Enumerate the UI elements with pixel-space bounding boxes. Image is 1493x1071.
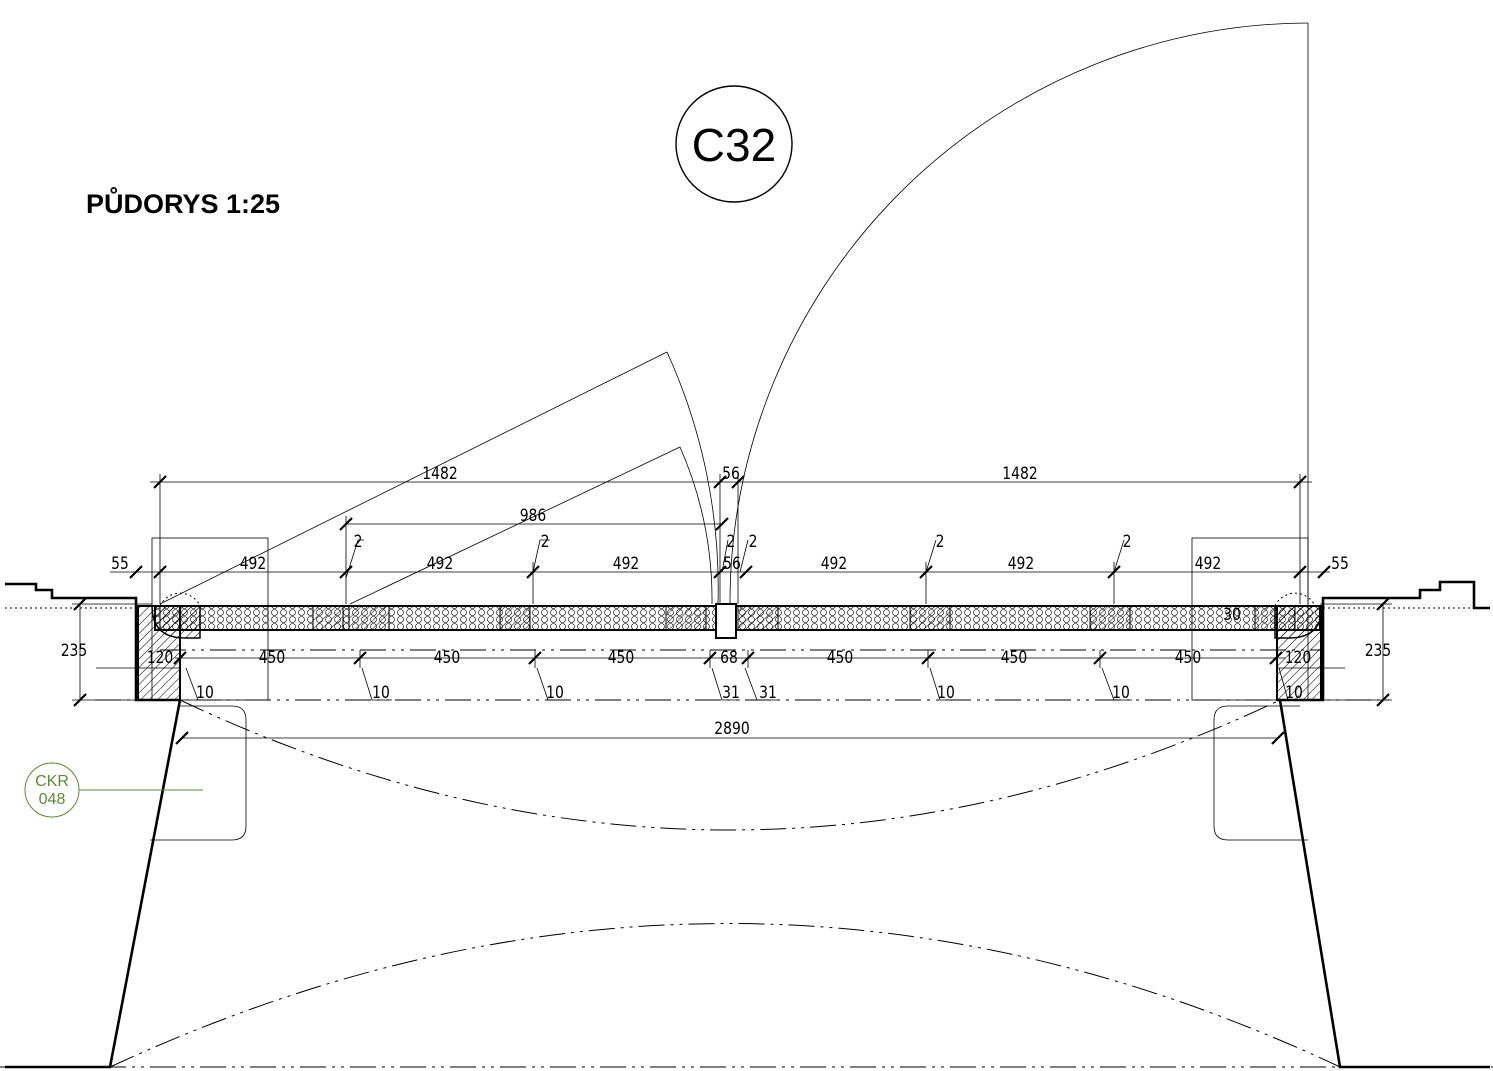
reference-bubble bbox=[24, 762, 80, 818]
dim-panel-width: 492 bbox=[821, 554, 848, 574]
swing-envelope-lower bbox=[179, 699, 1281, 831]
dim-panel-width: 492 bbox=[240, 554, 267, 574]
drawing-title: PŮDORYS 1:25 bbox=[86, 186, 280, 219]
dim-gap-top: 56 bbox=[722, 464, 740, 484]
dim-line-depth-right bbox=[1320, 603, 1392, 701]
reveal-right bbox=[1278, 699, 1490, 1069]
left-hinge-rounded bbox=[151, 605, 201, 639]
reveals bbox=[5, 699, 1490, 1069]
dim-panel-width: 492 bbox=[613, 554, 640, 574]
dim-module-width: 450 bbox=[1001, 648, 1028, 668]
dim-end-right: 55 bbox=[1331, 554, 1349, 574]
dim-bottom-small: 31 bbox=[722, 683, 740, 703]
dim-leaf-thickness: 30 bbox=[1223, 605, 1241, 625]
dim-module-width: 450 bbox=[259, 648, 286, 668]
door-tag-label: C32 bbox=[692, 119, 776, 171]
panel-stile-5 bbox=[737, 605, 779, 631]
left-hinge-arc bbox=[159, 592, 201, 607]
dim-joint-gap: 2 bbox=[727, 532, 736, 552]
dim-module-width: 450 bbox=[827, 648, 854, 668]
dim-bottom-small: 10 bbox=[546, 683, 564, 703]
dim-module-width: 450 bbox=[608, 648, 635, 668]
dim-line-mid bbox=[345, 516, 722, 604]
dim-joint-gap: 2 bbox=[354, 532, 363, 552]
dim-joint-gap: 2 bbox=[936, 532, 945, 552]
swing-envelope-floor bbox=[109, 923, 1341, 1068]
door-tag: C32 bbox=[675, 85, 793, 203]
wall-right-outline bbox=[1277, 580, 1490, 702]
left-leaf-open-line bbox=[159, 351, 668, 605]
dim-depth-right: 235 bbox=[1365, 641, 1392, 661]
handle-zone-left bbox=[150, 705, 247, 841]
dim-depth-left: 235 bbox=[61, 641, 88, 661]
panel-stile-3 bbox=[499, 605, 531, 631]
inner-leaf-open-line bbox=[349, 446, 681, 605]
dim-jamb-right: 120 bbox=[1285, 648, 1312, 668]
meeting-stile bbox=[715, 603, 737, 639]
dim-jamb-left: 120 bbox=[147, 648, 174, 668]
dimension-lines bbox=[72, 474, 1392, 745]
wall-left-outline bbox=[5, 582, 180, 702]
inner-leaf-swing-arc bbox=[679, 446, 713, 605]
dim-bottom-small: 10 bbox=[1285, 683, 1303, 703]
panel-stile-6 bbox=[909, 605, 951, 631]
dim-joint-gap: 2 bbox=[541, 532, 550, 552]
dim-gap-small: 56 bbox=[723, 554, 741, 574]
dim-module-width: 450 bbox=[1175, 648, 1202, 668]
reference-number: 048 bbox=[39, 791, 66, 808]
dim-line-depth-left bbox=[72, 603, 152, 701]
dim-clear-opening: 2890 bbox=[714, 719, 749, 739]
dim-mid-span: 986 bbox=[520, 506, 547, 526]
dim-bottom-small: 31 bbox=[759, 683, 777, 703]
right-hinge-arc bbox=[1274, 592, 1316, 607]
dim-panel-width: 492 bbox=[1008, 554, 1035, 574]
door-leaves bbox=[151, 592, 1323, 639]
dim-joint-gap: 2 bbox=[749, 532, 758, 552]
right-hinge-rounded bbox=[1274, 605, 1323, 639]
dim-end-left: 55 bbox=[111, 554, 129, 574]
dim-module-width: 450 bbox=[434, 648, 461, 668]
right-leaf-swing-arc bbox=[729, 22, 1309, 605]
dim-line-overall bbox=[150, 474, 1312, 604]
dim-bottom-small: 10 bbox=[372, 683, 390, 703]
dim-center-gap: 68 bbox=[720, 648, 738, 668]
dim-bottom-small: 10 bbox=[196, 683, 214, 703]
dim-bottom-small: 10 bbox=[937, 683, 955, 703]
dim-overall-right: 1482 bbox=[1002, 464, 1037, 484]
dim-panel-width: 492 bbox=[427, 554, 454, 574]
door-swing-lines bbox=[159, 22, 1309, 605]
panel-stile-4 bbox=[665, 605, 707, 631]
centre-lines bbox=[0, 649, 1493, 1068]
panel-stile-2 bbox=[348, 605, 390, 631]
dim-panel-width: 492 bbox=[1195, 554, 1222, 574]
reference-code: CKR bbox=[35, 773, 69, 790]
reference-callout: CKR 048 bbox=[24, 762, 203, 818]
dim-leaders bbox=[185, 539, 1305, 701]
dim-overall-left: 1482 bbox=[422, 464, 457, 484]
reveal-left bbox=[5, 699, 182, 1069]
handle-zone-right bbox=[1213, 705, 1308, 841]
dimension-texts: 1482 1482 56 986 56 55 55 492 492 492 49… bbox=[61, 464, 1392, 739]
dim-joint-gap: 2 bbox=[1123, 532, 1132, 552]
panel-stile-1 bbox=[312, 605, 344, 631]
dim-bottom-small: 10 bbox=[1112, 683, 1130, 703]
panel-stile-7 bbox=[1089, 605, 1131, 631]
door-tag-circle bbox=[675, 85, 793, 203]
